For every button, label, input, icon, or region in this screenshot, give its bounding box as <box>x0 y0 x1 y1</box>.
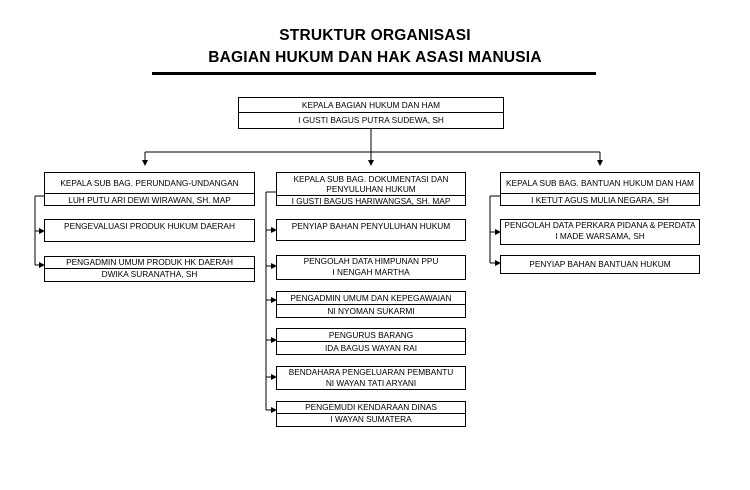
org-box-right-head: KEPALA SUB BAG. BANTUAN HUKUM DAN HAM I … <box>500 172 700 206</box>
position-label: KEPALA SUB BAG. BANTUAN HUKUM DAN HAM <box>506 178 694 188</box>
person-name: NI NYOMAN SUKARMI <box>277 304 465 317</box>
org-box-center-head: KEPALA SUB BAG. DOKUMENTASI DAN PENYULUH… <box>276 172 466 206</box>
person-name: DWIKA SURANATHA, SH <box>45 268 254 280</box>
position-label: PENYIAP BAHAN PENYULUHAN HUKUM <box>291 221 451 231</box>
position-label: PENGEVALUASI PRODUK HUKUM DAERAH <box>64 221 235 231</box>
person-name: IDA BAGUS WAYAN RAI <box>277 341 465 354</box>
org-box-center-staff-3: PENGADMIN UMUM DAN KEPEGAWAIAN NI NYOMAN… <box>276 291 466 318</box>
org-box-center-staff-6: PENGEMUDI KENDARAAN DINAS I WAYAN SUMATE… <box>276 401 466 427</box>
position-label: PENYIAP BAHAN BANTUAN HUKUM <box>529 259 671 269</box>
org-box-left-staff-1: PENGEVALUASI PRODUK HUKUM DAERAH <box>44 219 255 242</box>
position-label: BENDAHARA PENGELUARAN PEMBANTU <box>288 367 454 377</box>
org-box-right-staff-1: PENGOLAH DATA PERKARA PIDANA & PERDATA I… <box>500 219 700 245</box>
position-label: PENGOLAH DATA PERKARA PIDANA & PERDATA <box>504 220 696 230</box>
position-label: PENGOLAH DATA HIMPUNAN PPU <box>303 256 439 266</box>
org-box-left-head: KEPALA SUB BAG. PERUNDANG-UNDANGAN LUH P… <box>44 172 255 206</box>
org-box-right-staff-2: PENYIAP BAHAN BANTUAN HUKUM <box>500 255 700 274</box>
position-label: PENGEMUDI KENDARAAN DINAS <box>305 402 437 412</box>
person-name: I NENGAH MARTHA <box>332 267 410 277</box>
person-name: I MADE WARSAMA, SH <box>555 231 645 241</box>
person-name: I WAYAN SUMATERA <box>277 413 465 425</box>
org-box-center-staff-5: BENDAHARA PENGELUARAN PEMBANTU NI WAYAN … <box>276 366 466 390</box>
position-label: KEPALA SUB BAG. PERUNDANG-UNDANGAN <box>60 178 239 188</box>
chart-title: STRUKTUR ORGANISASI <box>279 27 471 44</box>
person-name: I GUSTI BAGUS PUTRA SUDEWA, SH <box>239 112 503 128</box>
person-name: LUH PUTU ARI DEWI WIRAWAN, SH. MAP <box>45 193 254 206</box>
position-label: KEPALA BAGIAN HUKUM DAN HAM <box>301 100 441 110</box>
person-name: I KETUT AGUS MULIA NEGARA, SH <box>501 193 699 206</box>
org-box-center-staff-2: PENGOLAH DATA HIMPUNAN PPU I NENGAH MART… <box>276 255 466 280</box>
position-label: PENGADMIN UMUM PRODUK HK DAERAH <box>66 257 233 267</box>
org-box-left-staff-2: PENGADMIN UMUM PRODUK HK DAERAH DWIKA SU… <box>44 256 255 282</box>
position-label: PENGURUS BARANG <box>328 330 414 340</box>
position-label: KEPALA SUB BAG. DOKUMENTASI DAN PENYULUH… <box>293 174 449 194</box>
chart-subtitle: BAGIAN HUKUM DAN HAK ASASI MANUSIA <box>208 49 542 66</box>
person-name: I GUSTI BAGUS HARIWANGSA, SH. MAP <box>277 195 465 207</box>
org-box-head: KEPALA BAGIAN HUKUM DAN HAM I GUSTI BAGU… <box>238 97 504 129</box>
org-box-center-staff-4: PENGURUS BARANG IDA BAGUS WAYAN RAI <box>276 328 466 355</box>
org-box-center-staff-1: PENYIAP BAHAN PENYULUHAN HUKUM <box>276 219 466 241</box>
person-name: NI WAYAN TATI ARYANI <box>325 378 417 388</box>
title-underline <box>152 72 596 75</box>
position-label: PENGADMIN UMUM DAN KEPEGAWAIAN <box>290 293 452 303</box>
